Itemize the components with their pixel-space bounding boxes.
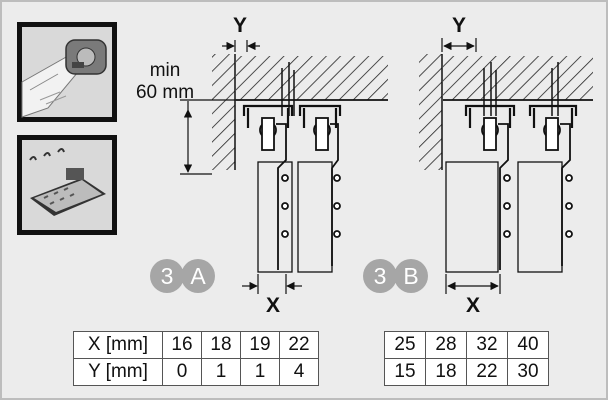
calculator-icon (17, 135, 117, 235)
y-label-a: Y (233, 14, 248, 37)
dimension-table-b: 25 28 32 40 15 18 22 30 (384, 331, 549, 386)
badge-3-a-number: 3 (150, 259, 184, 293)
table-cell: 1 (201, 358, 241, 386)
table-cell: 18 (201, 331, 241, 359)
mounting-diagram-a (180, 40, 388, 294)
table-cell: 0 (162, 358, 202, 386)
table-cell: 1 (240, 358, 280, 386)
tape-measure-icon (17, 22, 117, 122)
table-row: 25 28 32 40 (384, 331, 549, 359)
table-cell: 22 (466, 358, 508, 386)
table-cell: 4 (279, 358, 319, 386)
min-label-line2: 60 mm (135, 82, 195, 103)
table-cell: 18 (425, 358, 467, 386)
table-cell: 15 (384, 358, 426, 386)
table-row: 15 18 22 30 (384, 358, 549, 386)
table-row: X [mm] 16 18 19 22 (73, 331, 319, 359)
table-row: Y [mm] 0 1 1 4 (73, 358, 319, 386)
table-cell: 30 (507, 358, 549, 386)
table-header-x: X [mm] (73, 331, 163, 359)
x-label-a: X (266, 294, 281, 317)
table-cell: 19 (240, 331, 280, 359)
y-label-b: Y (452, 14, 467, 37)
table-cell: 22 (279, 331, 319, 359)
mounting-diagram-b (419, 38, 593, 294)
x-label-b: X (466, 294, 481, 317)
table-cell: 28 (425, 331, 467, 359)
table-cell: 40 (507, 331, 549, 359)
table-cell: 16 (162, 331, 202, 359)
table-cell: 25 (384, 331, 426, 359)
table-header-y: Y [mm] (73, 358, 163, 386)
badge-3-a-letter: A (181, 259, 215, 293)
dimension-table-a: X [mm] 16 18 19 22 Y [mm] 0 1 1 4 (73, 331, 319, 386)
min-distance-label: min 60 mm (130, 60, 200, 104)
min-label-line1: min (149, 60, 181, 81)
badge-3-b-number: 3 (363, 259, 397, 293)
table-cell: 32 (466, 331, 508, 359)
badge-3-b-letter: B (394, 259, 428, 293)
